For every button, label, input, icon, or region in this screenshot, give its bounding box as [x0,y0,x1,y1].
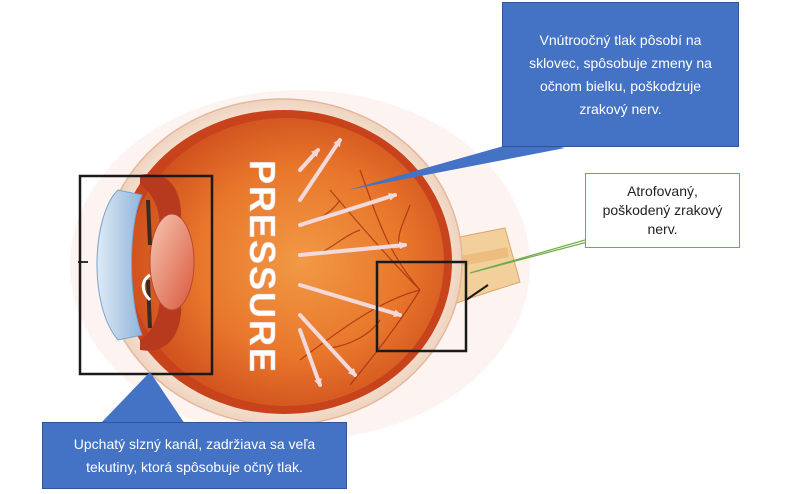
optic-nerve-callout: Atrofovaný, poškodený zrakový nerv. [585,173,740,248]
pressure-label: PRESSURE [242,160,283,374]
iris-top [146,199,152,246]
cornea [96,189,143,341]
drainage-highlight-box [78,174,214,376]
vitreous-pressure-callout: Vnútroočný tlak pôsobí na sklovec, spôso… [502,2,739,147]
nerve-edge-line [465,284,489,301]
bottom-callout-pointer [100,372,185,424]
iris-bottom [146,279,152,329]
optic-nerve-text: Atrofovaný, poškodený zrakový nerv. [602,183,723,237]
vitreous-pressure-text: Vnútroočný tlak pôsobí na sklovec, spôso… [529,31,712,117]
top-callout-pointer [348,140,565,190]
drainage-text: Upchatý slzný kanál, zadržiava sa veľa t… [73,435,316,475]
pressure-arrows [298,138,407,387]
lens [149,213,195,311]
drainage-callout: Upchatý slzný kanál, zadržiava sa veľa t… [42,422,347,489]
aqueous-flow-arrow [141,273,152,302]
optic-nerve-highlight-box [375,260,468,353]
